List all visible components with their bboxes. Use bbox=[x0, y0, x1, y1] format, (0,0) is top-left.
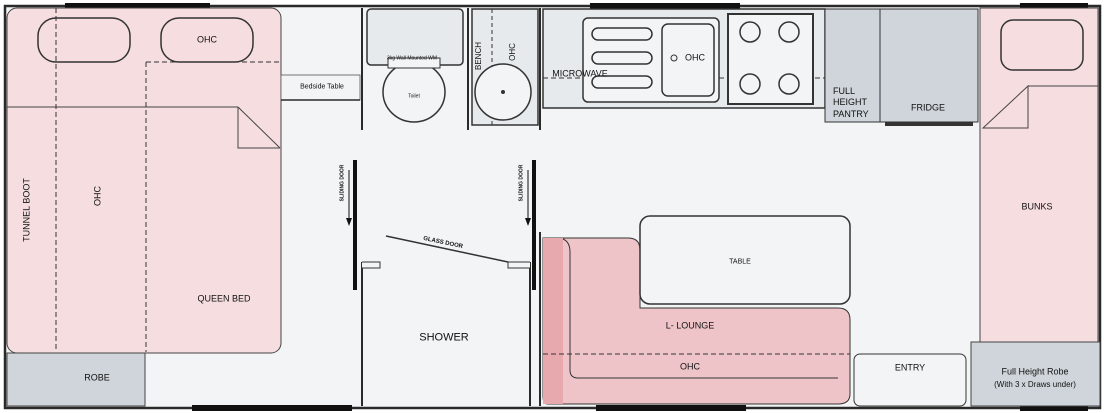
label-queen-bed: QUEEN BED bbox=[197, 293, 251, 304]
sliding-door-right-panel bbox=[532, 160, 536, 290]
label-robe: ROBE bbox=[84, 372, 110, 383]
entry-step bbox=[853, 353, 967, 407]
window bbox=[65, 3, 210, 9]
pillow-fold bbox=[237, 107, 280, 149]
label-ohc-rear: OHC bbox=[92, 186, 103, 206]
label-wall-mounted-wm: 3kg Wall Mounted WM bbox=[386, 55, 438, 62]
shower-jamb-right bbox=[507, 261, 530, 269]
burner bbox=[739, 21, 761, 43]
sliding-door-left-panel bbox=[353, 160, 357, 290]
drainer-rib bbox=[591, 27, 653, 41]
bedside-table bbox=[280, 74, 361, 101]
window bbox=[596, 405, 746, 411]
label-ohc-bench: OHC bbox=[508, 43, 517, 61]
label-glass-door: GLASS DOOR bbox=[422, 235, 464, 251]
label-entry: ENTRY bbox=[894, 362, 926, 373]
window bbox=[1020, 405, 1088, 411]
label-tunnel-boot: TUNNEL BOOT bbox=[21, 178, 32, 242]
sliding-door-right-arrowhead bbox=[525, 218, 531, 226]
fridge bbox=[879, 8, 979, 123]
label-sliding-door-left: SLIDING DOOR bbox=[339, 164, 346, 202]
basin-drain bbox=[501, 90, 505, 94]
shower-jamb-left bbox=[362, 261, 381, 269]
label-bench: BENCH bbox=[474, 41, 483, 71]
lounge-side-panel bbox=[543, 238, 563, 404]
label-sliding-door-right: SLIDING DOOR bbox=[518, 164, 525, 202]
label-fridge: FRIDGE bbox=[910, 102, 946, 113]
label-bedside-table: Bedside Table bbox=[300, 83, 344, 91]
lounge-back bbox=[543, 237, 838, 379]
label-bunks: BUNKS bbox=[1021, 201, 1053, 212]
fridge-door-edge bbox=[885, 122, 973, 126]
ensuite-walls bbox=[361, 8, 541, 406]
full-height-pantry bbox=[824, 8, 881, 123]
label-l-lounge: L- LOUNGE bbox=[665, 320, 715, 331]
sink-drain bbox=[670, 54, 678, 62]
robe bbox=[6, 352, 146, 407]
pillow-fold-diag bbox=[237, 106, 281, 149]
label-ohc-bed-cabinet: OHC bbox=[197, 34, 217, 45]
label-full-height-robe-note: (With 3 x Draws under) bbox=[994, 380, 1076, 389]
window bbox=[192, 405, 352, 411]
label-full-height-pantry: FULL HEIGHT PANTRY bbox=[833, 86, 869, 119]
glass-door bbox=[385, 235, 509, 263]
drainer-rib bbox=[591, 51, 653, 65]
window bbox=[1020, 3, 1088, 9]
label-table: TABLE bbox=[729, 258, 751, 266]
drainer-rib bbox=[591, 75, 653, 89]
label-ohc-lounge: OHC bbox=[680, 361, 700, 372]
label-shower: SHOWER bbox=[419, 331, 469, 344]
sink-bowl bbox=[661, 23, 715, 97]
label-toilet: Toilet bbox=[408, 93, 420, 100]
label-microwave: MICROWAVE bbox=[552, 68, 608, 79]
burner bbox=[739, 73, 761, 95]
window bbox=[590, 3, 740, 9]
toilet-cistern bbox=[387, 57, 441, 69]
label-ohc-kitchen: OHC bbox=[685, 52, 705, 63]
sliding-door-left-arrowhead bbox=[346, 218, 352, 226]
bunk-fold bbox=[981, 84, 1029, 129]
table bbox=[639, 215, 851, 305]
burner bbox=[778, 73, 800, 95]
ohc-bed-cabinet bbox=[37, 17, 131, 63]
queen-bed-area bbox=[6, 7, 282, 407]
full-height-robe bbox=[970, 341, 1101, 407]
label-full-height-robe: Full Height Robe bbox=[1001, 366, 1069, 377]
burner bbox=[778, 21, 800, 43]
windows bbox=[65, 3, 1088, 411]
bunk-pillow bbox=[1000, 19, 1084, 71]
